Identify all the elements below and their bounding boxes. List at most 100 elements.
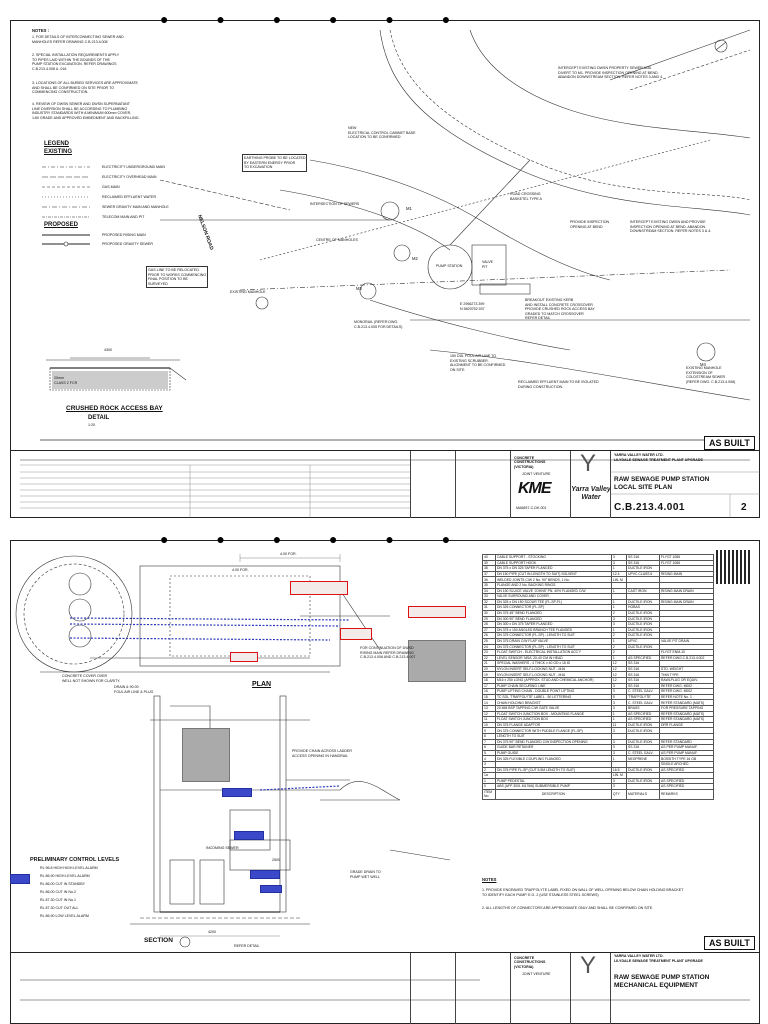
legend-item: PROPOSED GRAVITY SEWER <box>102 242 153 246</box>
as-built-stamp: AS BUILT <box>704 436 755 450</box>
highlight-box-red <box>408 606 466 618</box>
control-levels-title: PRELIMINARY CONTROL LEVELS <box>30 857 120 863</box>
highlight-box-blue <box>234 831 264 840</box>
annotation-continuation: FOR CONTINUATION OF DWSD RISING MAIN REF… <box>360 646 416 660</box>
label-m4: M4 <box>700 362 706 367</box>
highlight-box-red <box>230 652 258 662</box>
annotation-existing-manhole-left: EXISTING MANHOLE <box>230 290 266 294</box>
drawing-sheet-mechanical: ● ● ● ● ● ● <box>10 531 760 1024</box>
label-m2: M2 <box>412 256 418 261</box>
drawing-sheet-site-plan: ● ● ● ● ● ● <box>10 11 760 518</box>
legend-proposed-title: PROPOSED <box>44 222 79 228</box>
dim-label: 4.00 FOR. <box>232 568 249 572</box>
punch-holes: ● ● ● ● ● ● <box>160 531 473 547</box>
label-m1: M1 <box>406 206 412 211</box>
annotation-monorail: MONORAIL (REFER DWG. C.B.213.4.005 FOR D… <box>354 320 403 329</box>
annotation-breakout: BREAKOUT EXISTING KERB AND INSTALL CONCR… <box>525 298 595 321</box>
joint-venture-label: JOINT VENTURE <box>522 972 551 976</box>
control-level: RL 86.90 LOW LEVEL ALARM <box>40 914 89 918</box>
as-built-stamp: AS BUILT <box>704 936 755 950</box>
table-header: REMARKS <box>658 788 715 800</box>
detail-dim-width: 4300 <box>104 348 112 352</box>
dim-label: 4200 <box>208 930 216 934</box>
note-2: 2. SPECIAL INSTALLATION REQUIREMENTS APP… <box>32 53 120 71</box>
note-4: 4. REVIEW OF DWSN SEWER AND DWSN SUPERNA… <box>32 102 140 120</box>
legend-item: TELECOM MAIN AND PIT <box>102 215 145 219</box>
dim-label: 2500 <box>272 858 280 862</box>
annotation-gas: GAS LINE TO BE RELOCATED PRIOR TO WORKS … <box>146 266 209 289</box>
table-header: MATERIALS <box>626 788 660 800</box>
control-level: RL 96.8 HIGH HIGH LEVEL ALARM <box>40 866 98 870</box>
annotation-refer-detail: REFER DETAIL <box>234 944 260 948</box>
annotation-intersection: INTERSECTION OF SEWERS <box>310 202 360 206</box>
annotation-concrete-cover: CONCRETE COVER OVER WELL NOT SHOWN FOR C… <box>62 674 121 683</box>
contractor-name: CONCRETE CONSTRUCTIONS (VICTORIA) <box>514 956 546 969</box>
annotation-provide-inspection: PROVIDE INSPECTION OPENING AT BEND <box>570 220 610 229</box>
site-plan-linework <box>20 29 751 461</box>
table-header: ITEM No. <box>482 788 496 800</box>
legend-item: SEWER GRAVITY MAIN AND MANHOLE <box>102 205 169 209</box>
label-m3: M3 <box>356 286 362 291</box>
yarra-valley-wordmark: Yarra Valley Water <box>571 486 611 501</box>
section-title: SECTION <box>144 937 173 944</box>
legend-item: ELECTRICITY UNDERGROUND MAIN <box>102 165 166 169</box>
note-3: 3. LOCATIONS OF ALL BURIED SERVICES ARE … <box>32 81 138 95</box>
annotation-intercept-top: INTERCEPT EXISTING DWSN PROPERTY SEWER A… <box>558 66 664 80</box>
label-valve-pit: VALVE PIT <box>482 260 494 269</box>
joint-venture-label: JOINT VENTURE <box>522 472 551 476</box>
highlight-box-blue <box>260 885 282 893</box>
legend-item: PROPOSED RISING MAIN <box>102 233 146 237</box>
dim-label: 4.00 FOR. <box>280 552 297 556</box>
annotation-chain: PROVIDE CHAIN ACROSS LADDER ACCESS OPENI… <box>292 749 352 758</box>
qr-code-icon <box>716 550 750 584</box>
notes-title: NOTES : <box>32 28 49 33</box>
annotation-reclaimed: RECLAIMED EFFLUENT MAIN TO BE ISOLATED D… <box>518 380 599 389</box>
legend-item: ELECTRICITY OVERHEAD MAIN <box>102 175 157 179</box>
highlight-box-blue <box>222 788 252 797</box>
detail-dim-fcr: 20mm CLASS 2 FCR <box>54 376 78 385</box>
drawing-title: RAW SEWAGE PUMP STATION LOCAL SITE PLAN <box>614 476 710 491</box>
label-pump-station: PUMP STATION <box>436 264 463 268</box>
title-block <box>10 952 760 1024</box>
note-1: 1. PROVIDE ENGRAVED TRAFFOLYTE LABEL FIX… <box>482 888 684 897</box>
annotation-existing-manhole: EXISTING MANHOLE EXTENSION OF COLDSTREAM… <box>686 366 736 384</box>
annotation-earthing: EARTHING PROBE TO BE LOCATED BY EASTERN … <box>242 154 308 172</box>
kme-logo: KME <box>518 480 552 497</box>
detail-scale: 1:20 <box>88 423 95 427</box>
redaction-box <box>182 728 230 782</box>
drawing-title: RAW SEWAGE PUMP STATION MECHANICAL EQUIP… <box>614 974 710 989</box>
sheet-border <box>10 20 760 518</box>
detail-title: CRUSHED ROCK ACCESS BAY <box>66 405 163 412</box>
annotation-incoming: INCOMING SEWER <box>206 846 239 850</box>
redaction-box <box>408 640 466 682</box>
note-1: 1. FOR DETAILS OF INTERCONNECTING SEWER … <box>32 35 124 44</box>
table-header: QTY <box>610 788 628 800</box>
annotation-drain: DRAIN & 90.00 FOUL AIR LINE & PLUG <box>114 685 154 694</box>
detail-label: DETAIL <box>88 415 110 421</box>
annotation-grade-drain: GRADE DRAIN TO PUMP WET WELL <box>350 870 381 879</box>
highlight-box-blue <box>250 870 280 879</box>
annotation-dia150: 150 DIA. FOUL AIR LINE TO EXISTING SCRUB… <box>450 354 506 372</box>
control-level: RL 87.30 CUT IN No.1 <box>40 898 76 902</box>
annotation-intercept-mid: INTERCEPT EXISTING DWSN AND PROVIDE INSP… <box>630 220 712 234</box>
label-coords: E 2956273.399 N 5829752.937 <box>460 302 485 311</box>
annotation-centre: CENTRE OF MANHOLES <box>316 238 358 242</box>
title-block <box>10 450 760 518</box>
legend-existing-title: EXISTING <box>44 149 73 155</box>
drawing-number: C.B.213.4.001 <box>614 502 685 513</box>
control-level: RL 86.90 HIGH LEVEL ALARM <box>40 874 90 878</box>
punch-holes: ● ● ● ● ● ● <box>160 11 473 27</box>
plan-title: PLAN <box>252 681 272 688</box>
control-level: RL 86.00 CUT IN STANDBY <box>40 882 86 886</box>
contractor-name: CONCRETE CONSTRUCTIONS (VICTORIA) <box>514 456 546 469</box>
highlight-box-red <box>340 628 372 640</box>
highlight-box-blue <box>10 874 30 884</box>
yarra-valley-logo-icon: Y <box>580 450 597 477</box>
note-2: 2. ALL LENGTHS OF CONNECTORS ARE APPROXI… <box>482 906 654 910</box>
